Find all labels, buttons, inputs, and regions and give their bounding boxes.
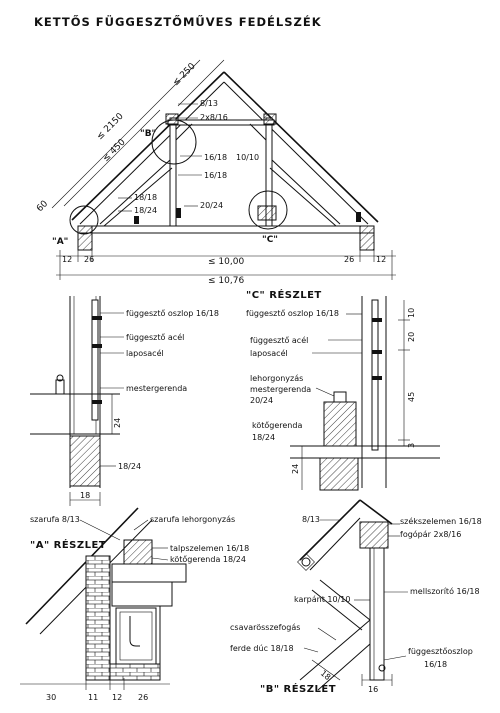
callout-circle-a	[69, 205, 99, 235]
label-c-koto: kötőgerenda	[252, 421, 302, 430]
label-c-mester: mestergerenda	[250, 385, 311, 394]
dim-left-12: 12	[62, 255, 72, 264]
label-b-rafter: 8/13	[302, 515, 320, 524]
callout-a-label: "A"	[52, 237, 68, 247]
label-a-lehorgonyzas: szarufa lehorgonyzás	[150, 515, 235, 524]
label-b-karpant: karpánt 10/10	[294, 595, 350, 604]
detail-c: "C" RÉSZLET függesztő oszlop 16/18 függe…	[246, 288, 440, 491]
dim-b-16: 16	[368, 685, 378, 694]
label-c-acel: függesztő acél	[250, 335, 308, 345]
dim-rafter-upper: ≤ 250	[171, 61, 198, 88]
dim-left-24: 24	[113, 418, 122, 428]
label-b-fogopar: fogópár 2x8/16	[400, 529, 461, 539]
label-a-szarufa: szarufa 8/13	[30, 515, 80, 524]
callout-b-label: "B"	[140, 129, 156, 139]
label-c-mester-size: 20/24	[250, 396, 273, 405]
dim-b-18: 18	[319, 669, 333, 682]
dim-a-26: 26	[138, 693, 148, 702]
label-purlin: 16/18	[204, 153, 227, 162]
dim-total: ≤ 10,76	[208, 276, 244, 286]
label-b-fuggoszlop: függesztőoszlop	[408, 647, 473, 656]
detail-b-heading: "B" RÉSZLET	[260, 682, 336, 695]
dim-span: ≤ 10,00	[208, 257, 244, 267]
label-a-koto: kötőgerenda 18/24	[170, 555, 246, 564]
main-truss-elevation: "B" "C" "A" ≤ 2150 ≤ 450 ≤ 250 60 8/13 2…	[35, 59, 396, 286]
label-tie: 18/24	[134, 206, 157, 215]
drawing-title: KETTŐS FÜGGESZTŐMŰVES FEDÉLSZÉK	[34, 14, 322, 29]
callout-circle-c	[248, 190, 288, 230]
label-c-lehorgonyzas: lehorgonyzás	[250, 374, 303, 383]
dim-c-45: 45	[407, 392, 416, 402]
label-brace: 10/10	[236, 153, 259, 162]
dim-left-26: 26	[84, 255, 94, 264]
dim-a-11: 11	[88, 693, 98, 702]
dim-right-12: 12	[376, 255, 386, 264]
label-b-ferde: ferde dúc 18/18	[230, 644, 294, 653]
label-rafter: 8/13	[200, 99, 218, 108]
dim-a-30: 30	[46, 693, 56, 702]
label-collar: 2x8/16	[200, 113, 228, 122]
dim-a-12: 12	[112, 693, 122, 702]
callout-c-label: "C"	[262, 235, 278, 245]
label-left-lapos: laposacél	[126, 348, 164, 358]
detail-post-section: 24 18 függesztő oszlop 16/18 függesztő a…	[30, 296, 219, 506]
label-b-mellszorito: mellszorító 16/18	[410, 586, 480, 596]
label-b-csavar: csavarösszefogás	[230, 623, 300, 632]
label-b-fugg-size: 16/18	[424, 660, 447, 669]
label-strut: 18/18	[134, 193, 157, 202]
detail-a-heading: "A" RÉSZLET	[30, 538, 106, 551]
detail-a: szarufa 8/13 szarufa lehorgonyzás "A" RÉ…	[20, 507, 249, 702]
label-c-lapos: laposacél	[250, 348, 288, 358]
dim-c-3: 3	[407, 443, 416, 448]
label-left-mester: mestergerenda	[126, 384, 187, 393]
label-post: 16/18	[204, 171, 227, 180]
dim-c-24: 24	[291, 464, 300, 474]
label-a-talp: talpszelemen 16/18	[170, 544, 249, 553]
dim-eave: 60	[35, 199, 50, 214]
detail-c-heading: "C" RÉSZLET	[246, 288, 322, 301]
dim-rafter-lower: ≤ 450	[101, 137, 128, 164]
label-c-oszlop: függesztő oszlop 16/18	[246, 309, 339, 318]
dim-left-18: 18	[80, 491, 90, 500]
label-beam: 20/24	[200, 201, 223, 210]
label-left-size: 18/24	[118, 462, 141, 471]
dim-rafter-total: ≤ 2150	[95, 111, 126, 142]
label-b-szek: székszelemen 16/18	[400, 516, 482, 526]
dim-c-10: 10	[407, 308, 416, 318]
dim-c-20: 20	[407, 332, 416, 342]
label-left-oszlop: függesztő oszlop 16/18	[126, 309, 219, 318]
detail-b: 18 16 8/13 székszelemen 16/18 fogópár 2x…	[230, 499, 482, 695]
label-c-koto-size: 18/24	[252, 433, 275, 442]
callout-circle-b	[151, 119, 197, 165]
dim-right-26: 26	[344, 255, 354, 264]
label-left-acel: függesztő acél	[126, 332, 184, 342]
